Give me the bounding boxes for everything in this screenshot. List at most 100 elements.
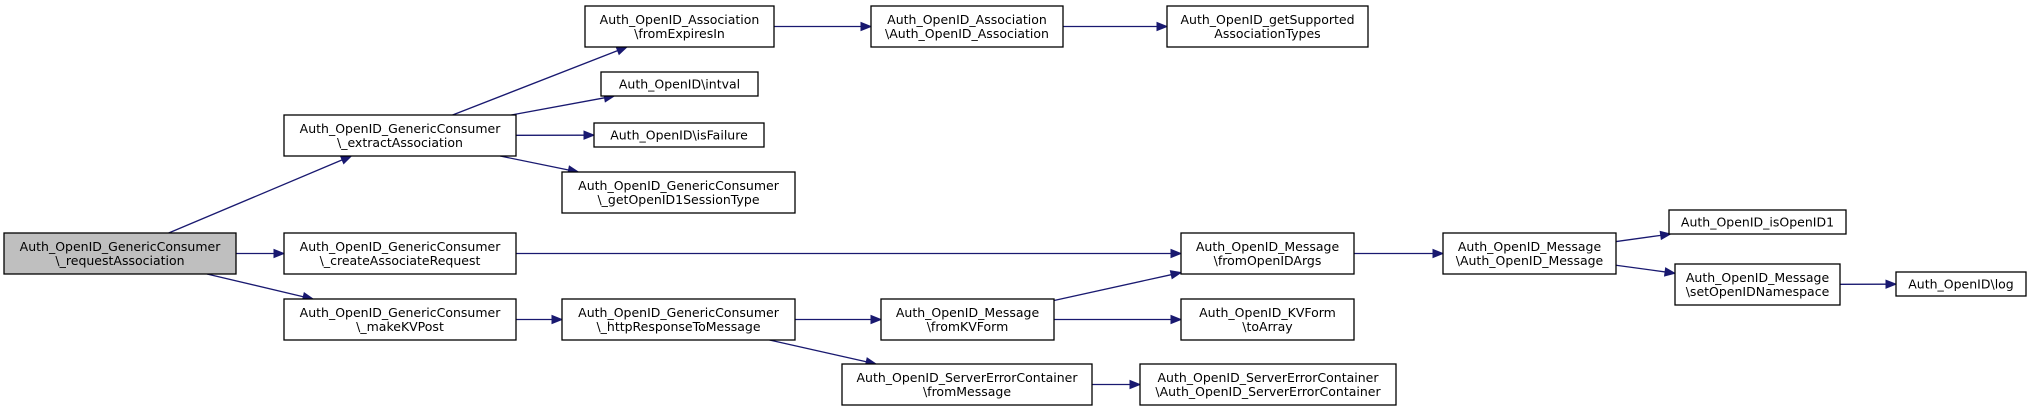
node-label-line: \_requestAssociation (55, 253, 184, 268)
node-label-line: Auth_OpenID_GenericConsumer (578, 178, 780, 193)
arrowhead-icon (551, 314, 564, 325)
node-label-line: \fromExpiresIn (634, 26, 725, 41)
node-box (1895, 271, 2027, 297)
node-label-line: \_getOpenID1SessionType (597, 192, 759, 207)
node-httpresp[interactable]: Auth_OpenID_GenericConsumer\_httpRespons… (561, 298, 796, 341)
node-label-line: Auth_OpenID_GenericConsumer (300, 305, 502, 320)
node-fromexp[interactable]: Auth_OpenID_Association\fromExpiresIn (584, 5, 775, 48)
node-box (870, 5, 1064, 48)
edge-fromkv-to-toarray (1054, 314, 1183, 325)
node-label-line: Auth_OpenID\isFailure (610, 128, 748, 143)
node-isoid1[interactable]: Auth_OpenID_isOpenID1 (1668, 209, 1847, 235)
edge-fromkv-to-fromargs (1053, 270, 1183, 302)
edge-req-to-extract (168, 155, 353, 234)
edge-assocctor-to-getsupp (1063, 21, 1169, 32)
edge-extract-to-isfail (515, 130, 596, 140)
node-create[interactable]: Auth_OpenID_GenericConsumer\_createAssoc… (283, 232, 517, 275)
node-extract[interactable]: Auth_OpenID_GenericConsumer\_extractAsso… (283, 114, 517, 157)
node-label-line: Auth_OpenID_getSupported (1180, 12, 1354, 27)
node-label-line: \Auth_OpenID_Message (1456, 253, 1604, 268)
node-label-line: \_makeKVPost (356, 319, 444, 334)
node-box (561, 171, 796, 214)
edge-extract-to-getsess (500, 155, 580, 175)
node-label-line: AssociationTypes (1214, 26, 1320, 41)
edge-line (452, 50, 618, 116)
node-label-line: Auth_OpenID_GenericConsumer (300, 121, 502, 136)
node-label-line: Auth_OpenID_Message (1458, 239, 1602, 254)
node-label-line: Auth_OpenID_KVForm (1199, 305, 1336, 320)
arrowhead-icon (273, 248, 286, 259)
node-makekv[interactable]: Auth_OpenID_GenericConsumer\_makeKVPost (283, 298, 517, 341)
node-label-line: Auth_OpenID\log (1908, 277, 2014, 292)
edge-msgctor-to-setns (1615, 264, 1677, 277)
node-box (1139, 363, 1397, 406)
node-srverr[interactable]: Auth_OpenID_ServerErrorContainer\fromMes… (841, 363, 1093, 406)
node-label-line: Auth_OpenID_GenericConsumer (578, 305, 780, 320)
arrowhead-icon (1885, 279, 1898, 289)
node-label-line: \Auth_OpenID_ServerErrorContainer (1155, 384, 1381, 399)
node-box (561, 298, 796, 341)
node-label-line: Auth_OpenID_ServerErrorContainer (1157, 370, 1379, 385)
edge-line (168, 159, 343, 234)
edge-create-to-fromargs (516, 248, 1183, 259)
node-label-line: Auth_OpenID_Message (1686, 270, 1830, 285)
arrowhead-icon (1170, 314, 1183, 325)
node-label-line: \Auth_OpenID_Association (885, 26, 1049, 41)
arrowhead-icon (1129, 379, 1142, 390)
arrowhead-icon (1170, 248, 1183, 259)
node-box (1180, 298, 1355, 341)
node-setns[interactable]: Auth_OpenID_Message\setOpenIDNamespace (1674, 263, 1841, 306)
arrowhead-icon (1432, 248, 1445, 259)
node-box (283, 298, 517, 341)
node-label-line: \fromOpenIDArgs (1214, 253, 1322, 268)
node-box (600, 71, 759, 97)
node-box (593, 122, 765, 148)
node-box (1442, 232, 1617, 275)
node-box (3, 232, 237, 275)
node-label-line: \toArray (1242, 319, 1293, 334)
node-isfail[interactable]: Auth_OpenID\isFailure (593, 122, 765, 148)
node-intval[interactable]: Auth_OpenID\intval (600, 71, 759, 97)
arrowhead-icon (615, 46, 629, 56)
node-label-line: Auth_OpenID_Association (887, 12, 1047, 27)
node-label-line: Auth_OpenID_ServerErrorContainer (856, 370, 1078, 385)
edge-line (206, 273, 304, 298)
node-label-line: Auth_OpenID_Message (1196, 239, 1340, 254)
edge-line (769, 339, 867, 363)
node-box (880, 298, 1055, 341)
node-fromargs[interactable]: Auth_OpenID_Message\fromOpenIDArgs (1180, 232, 1355, 275)
arrowhead-icon (339, 155, 353, 165)
edge-httpresp-to-srverr (769, 339, 878, 367)
arrowhead-icon (870, 314, 883, 325)
arrowhead-icon (1169, 270, 1183, 280)
edge-req-to-create (236, 248, 286, 259)
nodes-layer: Auth_OpenID_GenericConsumer \_requestAsso… (3, 5, 2027, 406)
node-log[interactable]: Auth_OpenID\log (1895, 271, 2027, 297)
node-label-line: \fromMessage (923, 384, 1011, 399)
node-getsess[interactable]: Auth_OpenID_GenericConsumer\_getOpenID1S… (561, 171, 796, 214)
node-fromkv[interactable]: Auth_OpenID_Message\fromKVForm (880, 298, 1055, 341)
edge-extract-to-intval (511, 93, 616, 116)
node-label-line: Auth_OpenID\intval (619, 77, 740, 92)
arrowhead-icon (1663, 267, 1677, 277)
node-label-line: Auth_OpenID_isOpenID1 (1681, 215, 1834, 230)
node-box (1674, 263, 1841, 306)
edge-req-to-makekv (206, 273, 315, 302)
edges-layer (168, 21, 1898, 390)
node-box (283, 114, 517, 157)
node-box (1166, 5, 1369, 48)
edge-line (1615, 264, 1666, 273)
node-label-line: Auth_OpenID_Message (896, 305, 1040, 320)
node-srverrctor[interactable]: Auth_OpenID_ServerErrorContainer\Auth_Op… (1139, 363, 1397, 406)
edge-line (511, 97, 605, 116)
node-msgctor[interactable]: Auth_OpenID_Message\Auth_OpenID_Message (1442, 232, 1617, 275)
node-toarray[interactable]: Auth_OpenID_KVForm\toArray (1180, 298, 1355, 341)
node-label-line: Auth_OpenID_Association (600, 12, 760, 27)
node-assocctor[interactable]: Auth_OpenID_Association\Auth_OpenID_Asso… (870, 5, 1064, 48)
edge-fromexp-to-assocctor (774, 21, 873, 32)
edge-httpresp-to-fromkv (795, 314, 883, 325)
edge-line (500, 155, 569, 171)
node-box (841, 363, 1093, 406)
